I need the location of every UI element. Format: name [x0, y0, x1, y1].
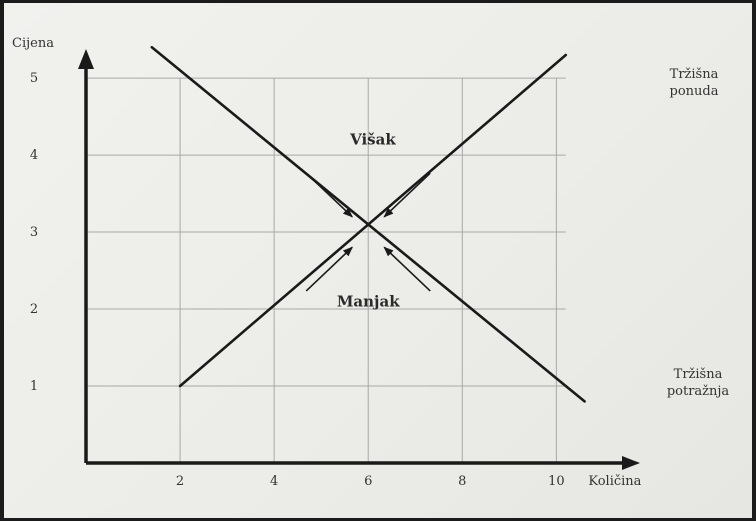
x-tick-label-2: 6 — [364, 474, 372, 489]
x-tick-label-4: 10 — [548, 474, 565, 489]
y-tick-label-4: 5 — [30, 71, 38, 86]
arrow-upper-left — [305, 172, 353, 218]
y-tick-label-2: 3 — [30, 225, 38, 240]
series-lines — [150, 46, 586, 403]
surplus-label: Višak — [349, 131, 396, 149]
x-tick-label-1: 4 — [270, 474, 278, 489]
y-tick-label-1: 2 — [30, 302, 38, 317]
x-axis-arrow — [622, 456, 640, 470]
arrow-lower-left — [305, 246, 353, 292]
arrow-lower-right — [383, 246, 431, 292]
shortage-label: Manjak — [337, 292, 400, 310]
grid — [86, 77, 566, 463]
series-line-0 — [178, 53, 568, 388]
y-axis-arrow — [78, 49, 94, 69]
equilibrium-arrows — [305, 172, 431, 292]
x-axis-label: Količina — [588, 474, 641, 489]
x-tick-label-3: 8 — [458, 474, 466, 489]
y-tick-label-0: 1 — [30, 379, 38, 394]
y-tick-label-3: 4 — [30, 148, 38, 163]
tick-labels: 1 2 3 4 5 2 4 6 8 10 — [30, 71, 565, 489]
y-axis-label: Cijena — [12, 36, 54, 51]
x-tick-label-0: 2 — [176, 474, 184, 489]
arrow-upper-right — [383, 172, 431, 218]
series-line-1 — [150, 46, 586, 403]
